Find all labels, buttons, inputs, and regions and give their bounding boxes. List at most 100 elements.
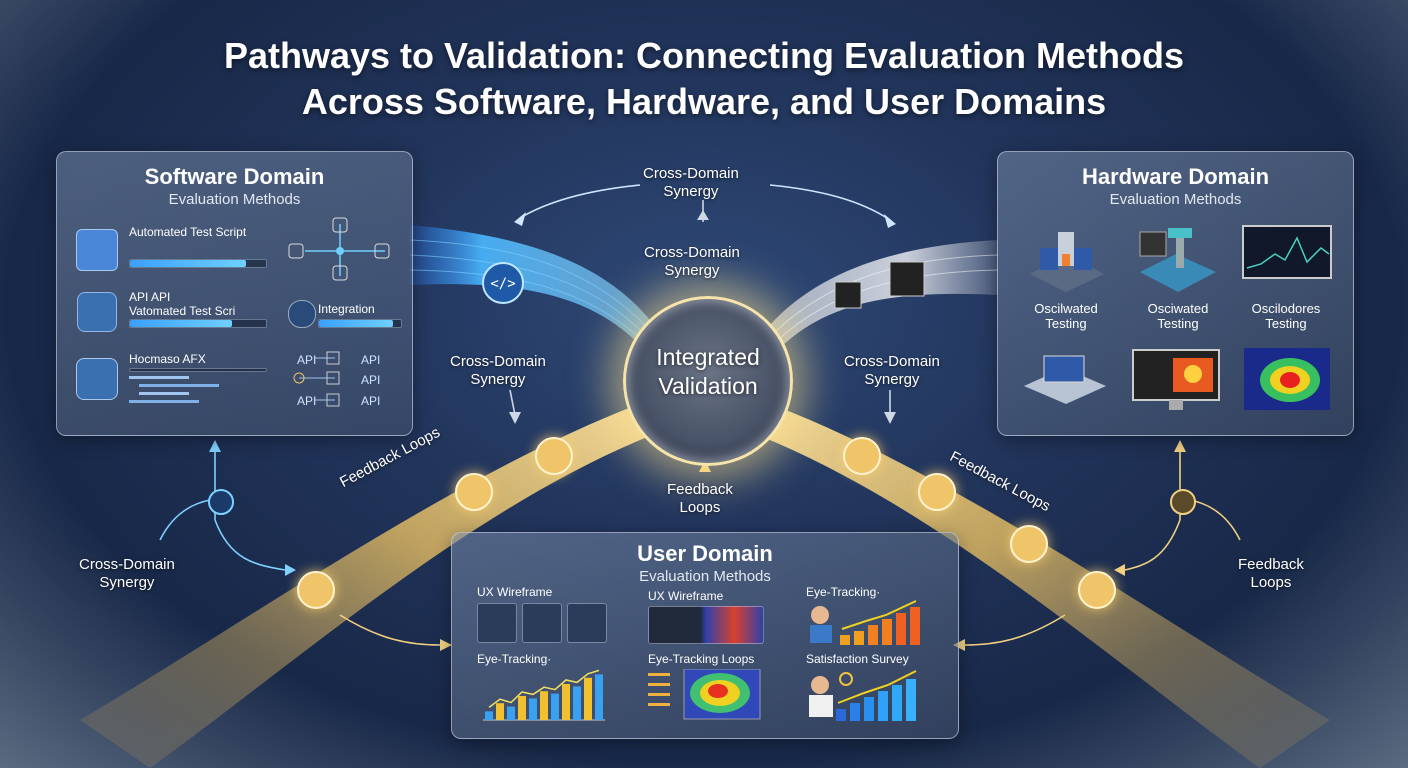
wireframe-heatmap bbox=[648, 606, 764, 644]
user-panel-subtitle: Evaluation Methods bbox=[639, 568, 771, 585]
test-rig-image bbox=[1030, 232, 1104, 292]
checklist-icon-node bbox=[535, 437, 573, 475]
software-panel-title: Software Domain bbox=[144, 164, 325, 189]
code-brackets-icon bbox=[482, 262, 524, 304]
flow-label-right-mid: Cross-Domain Synergy bbox=[844, 353, 940, 389]
thermal-monitor-image bbox=[1132, 349, 1220, 410]
flow-label-top: Cross-Domain Synergy bbox=[643, 165, 739, 201]
flow-label-bottom-right-line1: Feedback bbox=[1238, 556, 1304, 573]
satisfaction-survey-chart bbox=[809, 670, 917, 721]
person-icon-node-2 bbox=[455, 473, 493, 511]
code-lines-graphic bbox=[129, 376, 219, 403]
junction-node-left bbox=[208, 489, 234, 515]
hardware-panel-title: Hardware Domain bbox=[1081, 164, 1270, 189]
hub-label-line1: Integrated bbox=[656, 344, 760, 370]
flow-label-bottom-left-line1: Cross-Domain bbox=[79, 556, 175, 573]
test-script-progress bbox=[129, 259, 267, 268]
hardware-caption-3-line1: Oscilodores bbox=[1251, 301, 1321, 316]
page-title-line1: Pathways to Validation: Connecting Evalu… bbox=[223, 35, 1185, 76]
flow-label-left-mid-line1: Cross-Domain bbox=[450, 353, 546, 370]
heatmap-display-image bbox=[1244, 348, 1330, 410]
api-progress-fill bbox=[130, 320, 232, 327]
flow-label-center-bottom-line2: Loops bbox=[679, 499, 721, 516]
flow-label-bottom-left: Cross-Domain Synergy bbox=[79, 556, 175, 592]
gear-icon-node bbox=[843, 437, 881, 475]
arrow-user-right bbox=[964, 614, 1066, 646]
bar-chart-bar bbox=[507, 706, 515, 720]
eye-tracking-label-left: Eye-Tracking· bbox=[477, 652, 552, 666]
flow-label-upper-mid-line1: Cross-Domain bbox=[644, 244, 740, 261]
user-domain-panel: User Domain Evaluation Methods UX Wirefr… bbox=[451, 532, 959, 739]
network-icon-node bbox=[1010, 525, 1048, 563]
flow-label-bottom-left-line2: Synergy bbox=[99, 574, 155, 591]
microscope-rig-image bbox=[1139, 228, 1216, 292]
bar-chart-bar bbox=[595, 674, 603, 720]
integrated-validation-hub: Integrated Validation bbox=[623, 296, 793, 466]
flow-label-right-mid-line1: Cross-Domain bbox=[844, 353, 940, 370]
api-node-label-2: API bbox=[297, 394, 317, 408]
ux-wireframe-label-left: UX Wireframe bbox=[477, 585, 553, 599]
software-panel-subtitle: Evaluation Methods bbox=[168, 191, 301, 208]
ux-wireframe-label-mid: UX Wireframe bbox=[648, 589, 724, 603]
eye-tracking-heatmap bbox=[648, 669, 761, 720]
api-node-label-1: API bbox=[297, 353, 317, 367]
svg-text:</>: </> bbox=[490, 276, 515, 292]
flow-label-center-bottom: Feedback Loops bbox=[667, 481, 733, 517]
arrow-user-left bbox=[339, 614, 441, 646]
bar-chart-bar bbox=[584, 677, 592, 720]
wireframe-thumb-1 bbox=[477, 603, 517, 643]
api-node-label-5: API bbox=[361, 394, 381, 408]
flow-label-upper-mid-line2: Synergy bbox=[664, 262, 720, 279]
satisfaction-survey-label: Satisfaction Survey bbox=[806, 652, 909, 666]
bar-chart-bar bbox=[485, 711, 493, 720]
microchip-icon bbox=[834, 281, 862, 309]
software-domain-panel: Software Domain Evaluation Methods Autom… bbox=[56, 151, 413, 436]
bar-chart-bar bbox=[529, 698, 537, 720]
eye-tracking-loops-label: Eye-Tracking Loops bbox=[648, 652, 755, 666]
hub-label-line2: Validation bbox=[658, 373, 758, 399]
person-icon-node-3 bbox=[918, 473, 956, 511]
integration-icon bbox=[288, 300, 316, 328]
eye-tracking-label-right: Eye-Tracking· bbox=[806, 585, 881, 599]
bar-chart-bar bbox=[496, 703, 504, 720]
integration-progress bbox=[318, 319, 402, 328]
hocmaso-label: Hocmaso AFX bbox=[129, 352, 206, 366]
flow-label-bottom-right-line2: Loops bbox=[1250, 574, 1292, 591]
integration-progress-fill bbox=[319, 320, 393, 327]
arrow-top-right bbox=[769, 184, 891, 221]
integration-graph bbox=[288, 217, 390, 281]
flow-label-top-line2: Synergy bbox=[663, 183, 719, 200]
api-progress bbox=[129, 319, 267, 328]
flow-label-top-line1: Cross-Domain bbox=[643, 165, 739, 182]
arrow-top-left bbox=[519, 184, 641, 219]
api-label: API API bbox=[129, 290, 171, 304]
hardware-stream bbox=[770, 240, 998, 348]
flow-label-right-mid-line2: Synergy bbox=[864, 371, 920, 388]
chamber-rig-image bbox=[1024, 355, 1106, 404]
bar-chart-bar bbox=[573, 686, 581, 720]
flow-label-left-mid: Cross-Domain Synergy bbox=[450, 353, 546, 389]
flow-label-bottom-right: Feedback Loops bbox=[1238, 556, 1304, 592]
flow-label-upper-mid: Cross-Domain Synergy bbox=[644, 244, 740, 280]
flow-label-left-mid-line2: Synergy bbox=[470, 371, 526, 388]
api-node-label-4: API bbox=[361, 373, 381, 387]
page-title-line2: Across Software, Hardware, and User Doma… bbox=[301, 81, 1107, 122]
person-icon-node-1 bbox=[297, 571, 335, 609]
api-hexagon-icon bbox=[77, 292, 117, 332]
hardware-panel-subtitle: Evaluation Methods bbox=[1109, 191, 1242, 208]
oscilloscope-monitor-image bbox=[1242, 225, 1332, 279]
bar-chart-bar bbox=[518, 696, 526, 720]
bar-chart-bar bbox=[551, 693, 559, 720]
vatomated-label: Vatomated Test Scri bbox=[129, 304, 236, 318]
developer-avatar-icon bbox=[76, 358, 118, 400]
eye-tracking-bar-chart bbox=[483, 669, 605, 721]
bar-chart-bar bbox=[540, 691, 548, 720]
hardware-caption-1-line1: Oscilwated bbox=[1034, 301, 1098, 316]
hub-label: Integrated Validation bbox=[626, 343, 790, 401]
hardware-caption-2-line1: Osciwated bbox=[1147, 301, 1209, 316]
code-divider bbox=[129, 368, 267, 372]
flow-label-center-bottom-line1: Feedback bbox=[667, 481, 733, 498]
wireframe-thumb-3 bbox=[567, 603, 607, 643]
automated-test-script-label: Automated Test Script bbox=[129, 225, 247, 239]
